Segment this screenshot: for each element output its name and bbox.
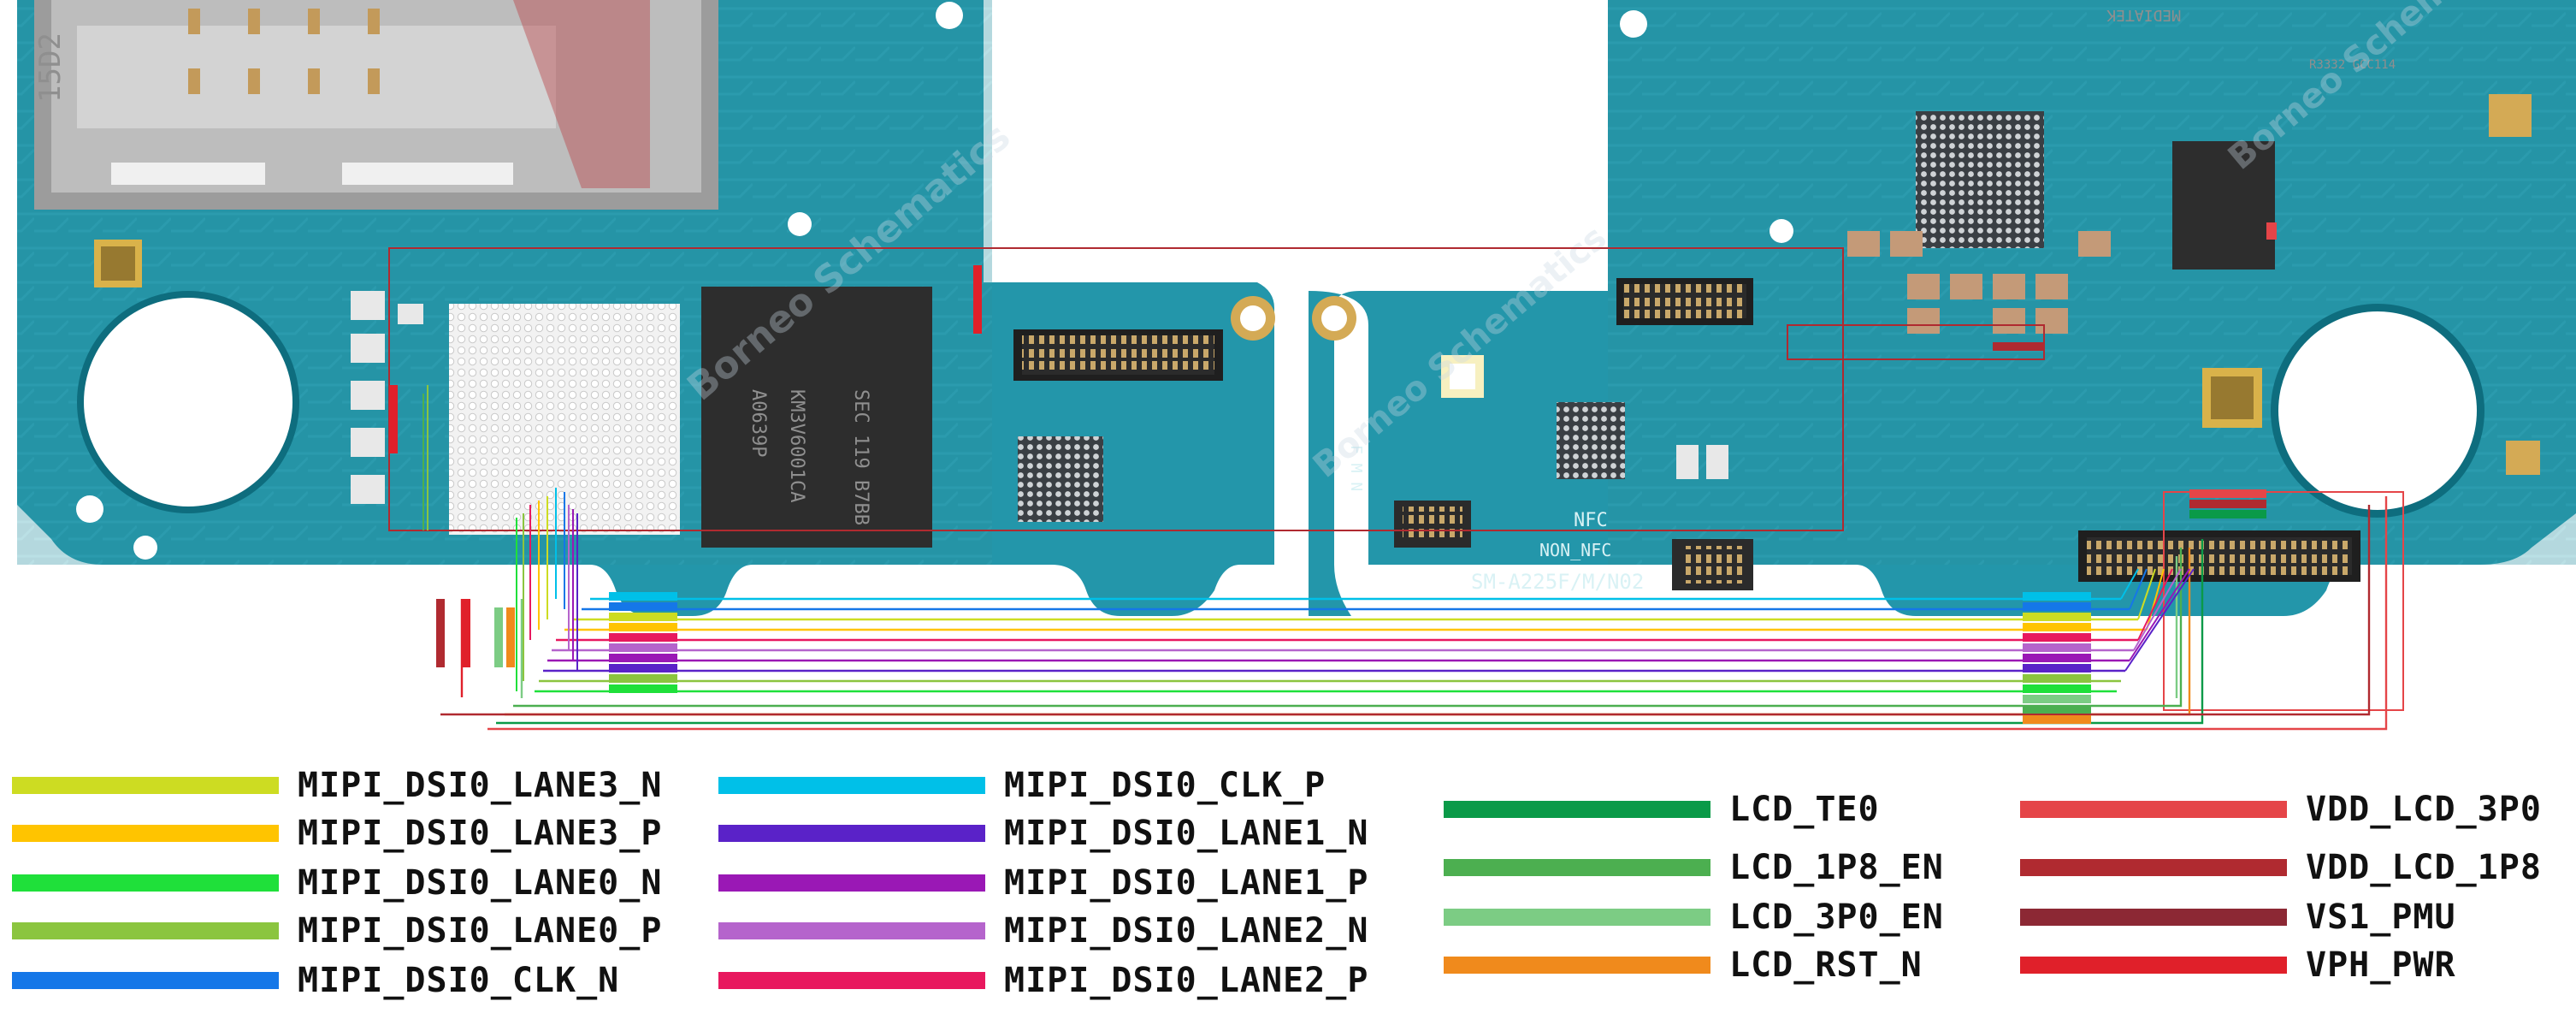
- legend-item-mipi-dsi0-lane2-n: MIPI_DSI0_LANE2_N: [718, 910, 1368, 951]
- right-label-tags: [2023, 489, 2266, 724]
- lcd-connector-breakout: [2120, 568, 2195, 672]
- svg-text:KM3V6001CA: KM3V6001CA: [786, 389, 807, 502]
- legend-label: LCD_3P0_EN: [1729, 898, 1944, 937]
- legend-item-mipi-dsi0-clk-p: MIPI_DSI0_CLK_P: [718, 765, 1326, 806]
- right-soc: [1916, 111, 2044, 248]
- left-bga-breakout: [422, 385, 578, 691]
- pmic-chip: [2172, 141, 2275, 270]
- legend-item-vdd-lcd-1p8: VDD_LCD_1P8: [2020, 847, 2542, 888]
- left-label-tags: [609, 592, 677, 693]
- svg-text:F M N: F M N: [1347, 445, 1365, 491]
- legend-swatch: [12, 922, 279, 939]
- legend-swatch: [718, 874, 985, 892]
- svg-text:A0639P: A0639P: [747, 389, 769, 457]
- legend-item-vs1-pmu: VS1_PMU: [2020, 897, 2456, 938]
- legend-swatch: [2020, 957, 2287, 974]
- memory-chip: [701, 287, 932, 548]
- legend-label: MIPI_DSI0_LANE3_P: [298, 814, 663, 853]
- legend-label: LCD_1P8_EN: [1729, 848, 1944, 887]
- left-vertical-tags: [389, 222, 2277, 667]
- legend-item-mipi-dsi0-lane1-p: MIPI_DSI0_LANE1_P: [718, 862, 1368, 904]
- legend-label: VS1_PMU: [2306, 898, 2456, 937]
- small-bga: [1018, 436, 1103, 522]
- legend-item-vdd-lcd-3p0: VDD_LCD_3P0: [2020, 789, 2542, 830]
- legend-item-lcd-rst-n: LCD_RST_N: [1444, 945, 1923, 986]
- legend-label: MIPI_DSI0_LANE1_P: [1004, 863, 1369, 903]
- legend-swatch: [12, 874, 279, 892]
- legend-swatch: [12, 972, 279, 989]
- legend-swatch: [2020, 801, 2287, 818]
- legend-label: MIPI_DSI0_CLK_N: [298, 961, 620, 1000]
- legend-swatch: [718, 972, 985, 989]
- svg-text:MEDIATEK: MEDIATEK: [2106, 6, 2181, 24]
- legend-swatch: [1444, 909, 1710, 926]
- model-silk: SM-A225F/M/N02: [1471, 570, 1644, 594]
- legend-swatch: [718, 922, 985, 939]
- small-bga-right: [1557, 402, 1625, 479]
- svg-text:R3332 GCC114: R3332 GCC114: [2309, 58, 2396, 72]
- sim-silk-text: 15D2: [33, 33, 68, 103]
- legend-swatch: [718, 777, 985, 794]
- legend-item-mipi-dsi0-lane0-p: MIPI_DSI0_LANE0_P: [12, 910, 662, 951]
- legend-swatch: [1444, 801, 1710, 818]
- legend-swatch: [1444, 957, 1710, 974]
- legend-label: MIPI_DSI0_LANE3_N: [298, 766, 663, 805]
- svg-text:SEC 119 B7BB: SEC 119 B7BB: [850, 389, 871, 525]
- legend-item-mipi-dsi0-lane2-p: MIPI_DSI0_LANE2_P: [718, 960, 1368, 1001]
- legend-label: VDD_LCD_3P0: [2306, 790, 2542, 829]
- signal-routes: [440, 496, 2388, 731]
- legend-item-mipi-dsi0-lane0-n: MIPI_DSI0_LANE0_N: [12, 862, 662, 904]
- legend-item-vph-pwr: VPH_PWR: [2020, 945, 2456, 986]
- legend-label: MIPI_DSI0_LANE2_N: [1004, 911, 1369, 951]
- legend-label: MIPI_DSI0_LANE1_N: [1004, 814, 1369, 853]
- legend-item-mipi-dsi0-clk-n: MIPI_DSI0_CLK_N: [12, 960, 619, 1001]
- legend-item-mipi-dsi0-lane3-n: MIPI_DSI0_LANE3_N: [12, 765, 662, 806]
- legend-swatch: [12, 825, 279, 842]
- legend-swatch: [718, 825, 985, 842]
- legend-label: LCD_TE0: [1729, 790, 1880, 829]
- legend-swatch: [1444, 859, 1710, 876]
- legend-item-lcd-te0: LCD_TE0: [1444, 789, 1880, 830]
- svg-text:NFC: NFC: [1574, 510, 1608, 531]
- pcb-board-drawing: 15D2 KM3V6001CA A0639P SEC 119 B7BB: [17, 0, 2576, 731]
- legend-label: VDD_LCD_1P8: [2306, 848, 2542, 887]
- legend-item-lcd-1p8-en: LCD_1P8_EN: [1444, 847, 1944, 888]
- legend: MIPI_DSI0_LANE3_N MIPI_DSI0_LANE3_P MIPI…: [0, 753, 2576, 1025]
- legend-swatch: [2020, 859, 2287, 876]
- legend-label: MIPI_DSI0_CLK_P: [1004, 766, 1326, 805]
- legend-swatch: [2020, 909, 2287, 926]
- legend-item-mipi-dsi0-lane3-p: MIPI_DSI0_LANE3_P: [12, 813, 662, 854]
- legend-label: MIPI_DSI0_LANE0_P: [298, 911, 663, 951]
- legend-label: MIPI_DSI0_LANE2_P: [1004, 961, 1369, 1000]
- legend-label: MIPI_DSI0_LANE0_N: [298, 863, 663, 903]
- pcb-board-photo: 15D2 KM3V6001CA A0639P SEC 119 B7BB: [17, 0, 2576, 731]
- legend-label: LCD_RST_N: [1729, 945, 1923, 985]
- legend-item-lcd-3p0-en: LCD_3P0_EN: [1444, 897, 1944, 938]
- svg-text:NON_NFC: NON_NFC: [1539, 540, 1611, 560]
- legend-swatch: [12, 777, 279, 794]
- legend-item-mipi-dsi0-lane1-n: MIPI_DSI0_LANE1_N: [718, 813, 1368, 854]
- legend-label: VPH_PWR: [2306, 945, 2456, 985]
